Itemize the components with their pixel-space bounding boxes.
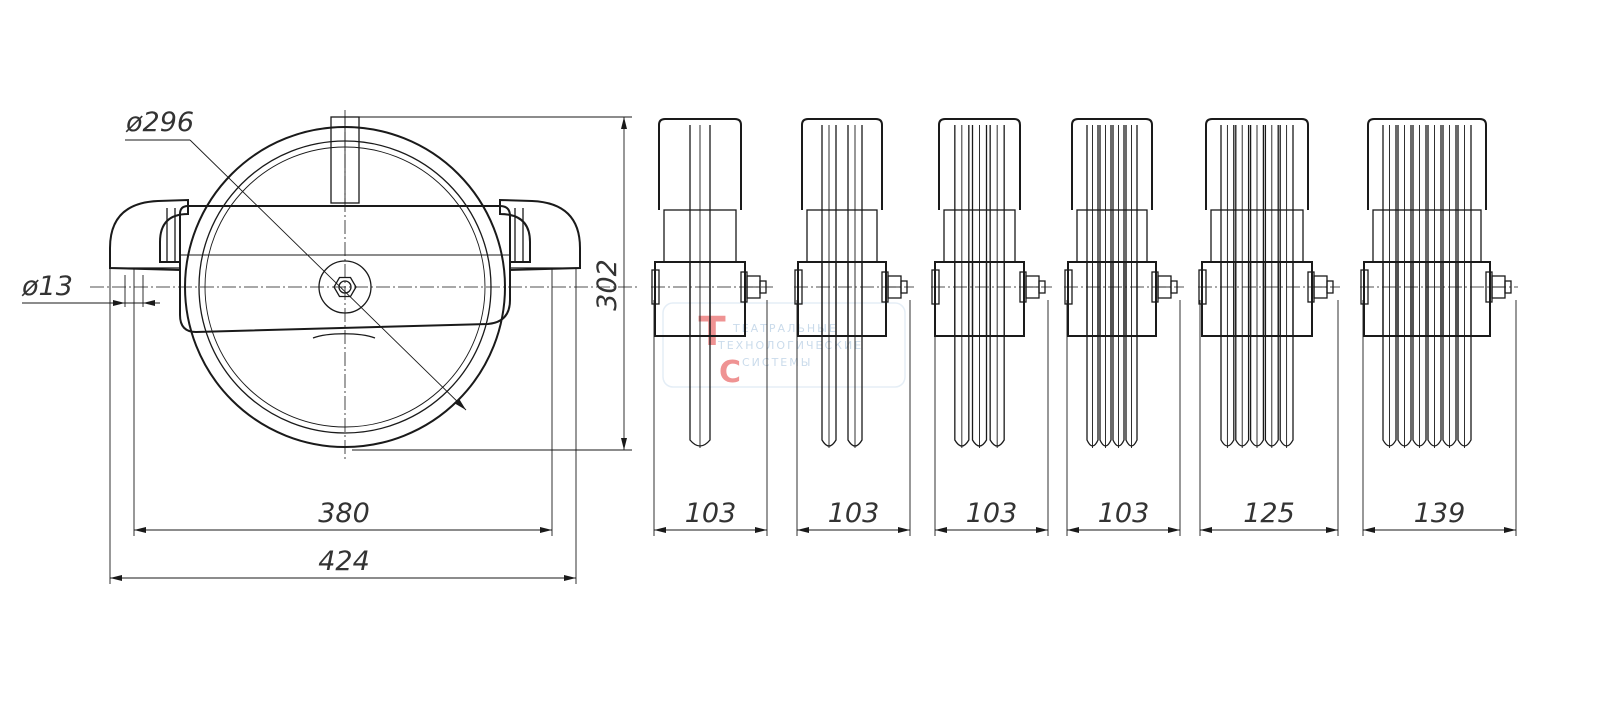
watermark: Т С ТЕАТРАЛЬНЫЕ ТЕХНОЛОГИЧЕСКИЕ СИСТЕМЫ — [662, 302, 906, 390]
side-plate — [1363, 261, 1491, 337]
side-view-2: 103 — [794, 118, 914, 536]
side-view-width-label: 103 — [828, 498, 880, 529]
side-view-6: 139 — [1360, 118, 1518, 536]
sheave-diameter-label: ø296 — [125, 107, 194, 138]
frame-top — [938, 118, 1021, 210]
watermark-line-3: СИСТЕМЫ — [742, 356, 812, 369]
front-view-block — [90, 110, 640, 460]
side-view-width-label: 103 — [966, 498, 1018, 529]
overall-width-label: 424 — [318, 546, 370, 577]
side-plate — [934, 261, 1025, 337]
side-view-width-label: 125 — [1243, 498, 1295, 529]
height-label: 302 — [592, 259, 623, 311]
side-view-width-label: 103 — [1098, 498, 1150, 529]
frame-top — [658, 118, 742, 210]
bolt-diameter-label: ø13 — [21, 271, 73, 302]
side-plate — [654, 261, 746, 337]
frame-top — [1367, 118, 1487, 210]
frame-top — [1205, 118, 1309, 210]
side-view-width-label: 139 — [1414, 498, 1466, 529]
front-view-dimensions: ø296 ø13 302 380 424 — [21, 107, 632, 584]
hole-spacing-label: 380 — [318, 498, 370, 529]
side-plate — [797, 261, 887, 337]
side-view-3: 103 — [931, 118, 1052, 536]
watermark-line-1: ТЕАТРАЛЬНЫЕ — [732, 322, 838, 335]
side-view-1: 103 — [651, 118, 773, 536]
side-view-width-label: 103 — [685, 498, 737, 529]
side-views: 103 103 103 103 125 139 — [651, 118, 1518, 536]
watermark-logo-letter-2: С — [719, 355, 741, 390]
cheek-plate — [806, 209, 878, 263]
side-plate — [1067, 261, 1157, 337]
side-plate — [1201, 261, 1313, 337]
watermark-logo-letter-1: Т — [698, 309, 726, 355]
side-view-4: 103 — [1064, 118, 1184, 536]
frame-top — [801, 118, 883, 210]
watermark-line-2: ТЕХНОЛОГИЧЕСКИЕ — [717, 339, 863, 352]
frame-top — [1071, 118, 1153, 210]
side-view-5: 125 — [1198, 118, 1340, 536]
